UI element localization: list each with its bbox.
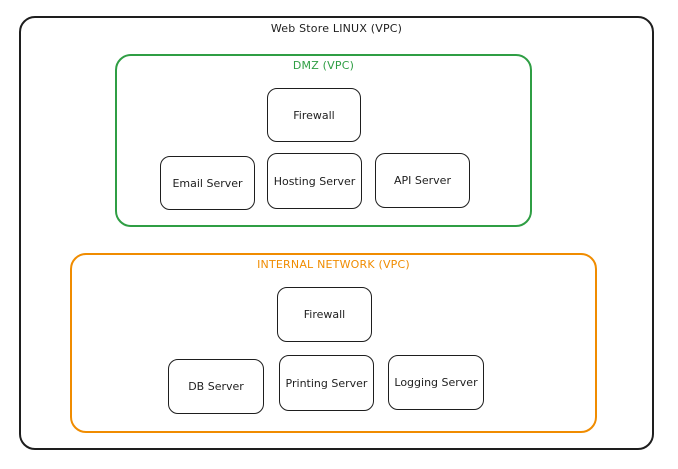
printing-server-node[interactable]: Printing Server [279, 355, 374, 411]
dmz-firewall-node[interactable]: Firewall [267, 88, 361, 142]
logging-server-label: Logging Server [394, 376, 478, 389]
db-server-label: DB Server [188, 380, 244, 393]
hosting-server-label: Hosting Server [273, 174, 356, 188]
internal-firewall-node[interactable]: Firewall [277, 287, 372, 342]
db-server-node[interactable]: DB Server [168, 359, 264, 414]
email-server-node[interactable]: Email Server [160, 156, 255, 210]
dmz-vpc-zone: DMZ (VPC) [115, 54, 532, 227]
internal-network-vpc-zone: INTERNAL NETWORK (VPC) [70, 253, 597, 433]
api-server-node[interactable]: API Server [375, 153, 470, 208]
printing-server-label: Printing Server [285, 376, 368, 390]
internal-network-vpc-title: INTERNAL NETWORK (VPC) [257, 258, 410, 271]
api-server-label: API Server [394, 174, 451, 187]
dmz-firewall-label: Firewall [293, 108, 335, 122]
logging-server-node[interactable]: Logging Server [388, 355, 484, 410]
dmz-vpc-title: DMZ (VPC) [292, 59, 355, 72]
hosting-server-node[interactable]: Hosting Server [267, 153, 362, 209]
email-server-label: Email Server [172, 176, 243, 190]
web-store-vpc-zone: Web Store LINUX (VPC) [19, 16, 654, 450]
internal-firewall-label: Firewall [303, 308, 346, 321]
web-store-vpc-title: Web Store LINUX (VPC) [270, 22, 403, 35]
